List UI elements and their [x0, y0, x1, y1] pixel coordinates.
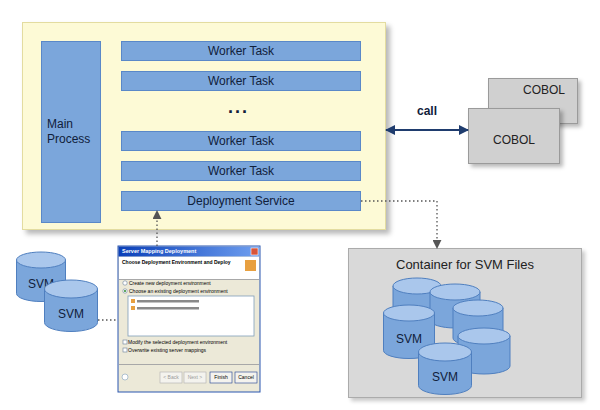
list-box	[128, 296, 254, 336]
node-label: COBOL	[523, 83, 565, 97]
node-label: Main Process	[47, 117, 100, 147]
deployment-service-bar: Deployment Service	[121, 191, 361, 211]
node-label: Container for SVM Files	[349, 257, 581, 272]
call-arrow	[386, 129, 468, 131]
dialog-button	[235, 372, 257, 383]
cylinder-shape	[44, 280, 98, 332]
node-label: Worker Task	[208, 44, 274, 58]
dialog-body	[118, 246, 260, 392]
connector-label: call	[417, 104, 437, 118]
dialog-separator	[119, 279, 259, 280]
checkbox	[123, 348, 127, 352]
worker-task-bar: Worker Task	[121, 41, 361, 61]
node-label: Worker Task	[208, 134, 274, 148]
list-item-icon	[131, 306, 135, 310]
ellipsis-label: ...	[228, 97, 249, 118]
worker-task-bar: Worker Task	[121, 131, 361, 151]
dialog-close	[251, 248, 258, 255]
dialog-title: Server Mapping Deployment	[122, 248, 196, 254]
dialog-button	[160, 372, 182, 383]
dialog-button	[210, 372, 232, 383]
list-item-line	[137, 307, 199, 310]
cylinder-shape	[418, 343, 472, 395]
svm-container-box: Container for SVM FilesSVM SVM	[348, 248, 582, 398]
node-label: COBOL	[493, 133, 535, 147]
node-label: Worker Task	[208, 74, 274, 88]
checkbox-label: Modify the selected deployment environme…	[128, 339, 227, 345]
list-item-icon	[131, 299, 135, 303]
radio-button	[123, 289, 127, 293]
cylinder-top	[45, 280, 98, 298]
worker-task-bar: Worker Task	[121, 71, 361, 91]
deployment-connector	[156, 211, 157, 246]
button-label: Next >	[184, 372, 206, 383]
dialog-titlebar	[119, 247, 260, 257]
dialog-icon	[245, 260, 256, 271]
deployment-connector	[361, 201, 437, 248]
node-label: Deployment Service	[187, 194, 294, 208]
svm-cylinder: SVM	[418, 343, 472, 395]
node-label: Worker Task	[208, 164, 274, 178]
list-item-line	[137, 300, 199, 303]
radio-dot	[124, 290, 126, 292]
dialog-heading: Choose Deployment Environment and Deploy	[122, 259, 231, 265]
deployment-connector	[98, 319, 118, 320]
node-label: SVM	[58, 307, 84, 321]
cylinder-top	[384, 305, 435, 321]
dialog-header	[119, 257, 259, 279]
svm-cylinder: SVM	[44, 280, 98, 332]
button-label: Cancel	[235, 372, 257, 383]
radio-label: Choose an existing deployment environmen…	[129, 288, 228, 294]
dialog-chrome	[118, 246, 260, 392]
node-label: SVM	[396, 332, 422, 346]
help-icon	[122, 374, 128, 380]
main-process-box: Main Process	[41, 41, 101, 223]
radio-button	[123, 281, 127, 285]
button-label: Finish	[210, 372, 232, 383]
cobol-box: COBOL	[468, 108, 560, 164]
checkbox	[123, 340, 127, 344]
server-process-box: Main ProcessWorker TaskWorker TaskWorker…	[22, 22, 386, 230]
cylinder-top	[17, 252, 66, 268]
node-label: SVM	[432, 370, 458, 384]
button-label: < Back	[160, 372, 182, 383]
deployment-dialog-screenshot: Server Mapping DeploymentChoose Deployme…	[118, 246, 260, 392]
worker-task-bar: Worker Task	[121, 161, 361, 181]
dialog-button	[184, 372, 206, 383]
dialog-separator	[119, 364, 259, 365]
radio-label: Create new deployment environment	[129, 280, 211, 286]
checkbox-label: Overwrite existing server mappings	[128, 347, 206, 353]
cylinder-top	[419, 343, 472, 361]
